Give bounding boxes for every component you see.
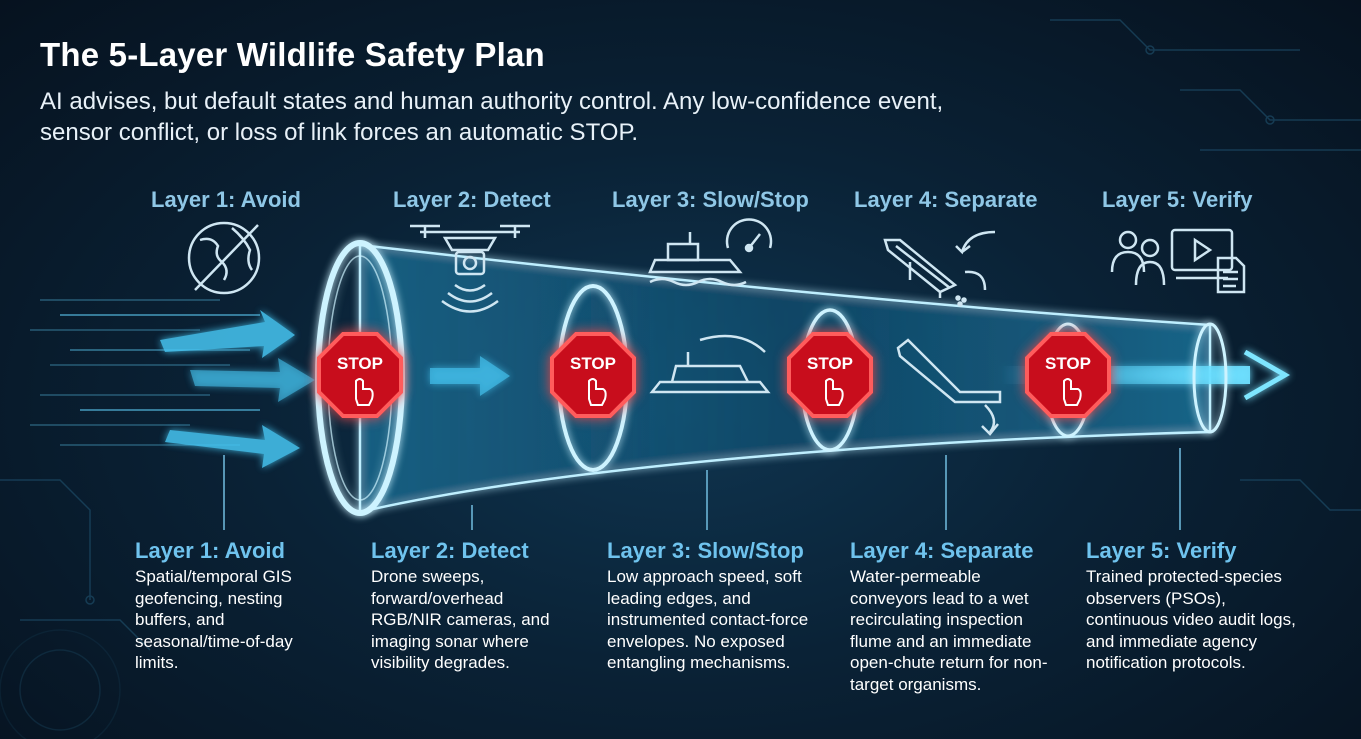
layer-3-top-label: Layer 3: Slow/Stop xyxy=(612,187,809,212)
layer-2-description-block: Layer 2: Detect Drone sweeps, forward/ov… xyxy=(371,538,571,674)
connector-lines xyxy=(223,448,1181,530)
page-subtitle: AI advises, but default states and human… xyxy=(40,88,944,146)
layer-4-description: Water-permeable conveyors lead to a wet … xyxy=(850,567,1048,694)
stop-sign-label: STOP xyxy=(337,354,383,373)
layer-2-heading: Layer 2: Detect xyxy=(371,538,529,563)
circuit-pattern xyxy=(0,19,1361,739)
stop-sign-label: STOP xyxy=(570,354,616,373)
layer-1-description: Spatial/temporal GIS geofencing, nesting… xyxy=(135,567,293,672)
layer-5-top-label: Layer 5: Verify xyxy=(1102,187,1253,212)
layer-1-description-block: Layer 1: Avoid Spatial/temporal GIS geof… xyxy=(135,538,335,674)
layer-4-top-label: Layer 4: Separate xyxy=(854,187,1038,212)
layer-5-heading: Layer 5: Verify xyxy=(1086,538,1237,563)
layer-5-description: Trained protected-species observers (PSO… xyxy=(1086,567,1296,672)
stop-sign-2: STOP xyxy=(550,332,636,418)
stop-sign-3: STOP xyxy=(787,332,873,418)
layer-4-description-block: Layer 4: Separate Water-permeable convey… xyxy=(850,538,1055,695)
inflow-arrows xyxy=(160,310,510,468)
inner-vessel-icon xyxy=(649,334,771,394)
globe-crossed-icon xyxy=(187,221,261,295)
layer-2-top-label: Layer 2: Detect xyxy=(393,187,551,212)
layer-3-heading: Layer 3: Slow/Stop xyxy=(607,538,804,563)
page-title: The 5-Layer Wildlife Safety Plan xyxy=(40,36,545,73)
layer-2-description: Drone sweeps, forward/overhead RGB/NIR c… xyxy=(371,567,550,672)
conveyor-icon xyxy=(883,230,996,307)
layer-3-description-block: Layer 3: Slow/Stop Low approach speed, s… xyxy=(607,538,822,674)
layer-4-heading: Layer 4: Separate xyxy=(850,538,1034,563)
vessel-speedometer-icon xyxy=(648,218,773,287)
stop-sign-label: STOP xyxy=(807,354,853,373)
layer-1-heading: Layer 1: Avoid xyxy=(135,538,285,563)
inner-chute-icon xyxy=(896,338,1002,436)
layer-5-description-block: Layer 5: Verify Trained protected-specie… xyxy=(1086,538,1301,674)
stop-sign-label: STOP xyxy=(1045,354,1091,373)
drone-camera-icon xyxy=(410,224,530,313)
data-streaks xyxy=(30,299,260,446)
stop-sign-4: STOP xyxy=(1025,332,1111,418)
stop-sign-1: STOP xyxy=(317,332,403,418)
ring-layer-5 xyxy=(1192,322,1228,434)
observers-video-document-icon xyxy=(1110,228,1246,294)
layer-1-top-label: Layer 1: Avoid xyxy=(151,187,301,212)
layer-3-description: Low approach speed, soft leading edges, … xyxy=(607,567,809,672)
